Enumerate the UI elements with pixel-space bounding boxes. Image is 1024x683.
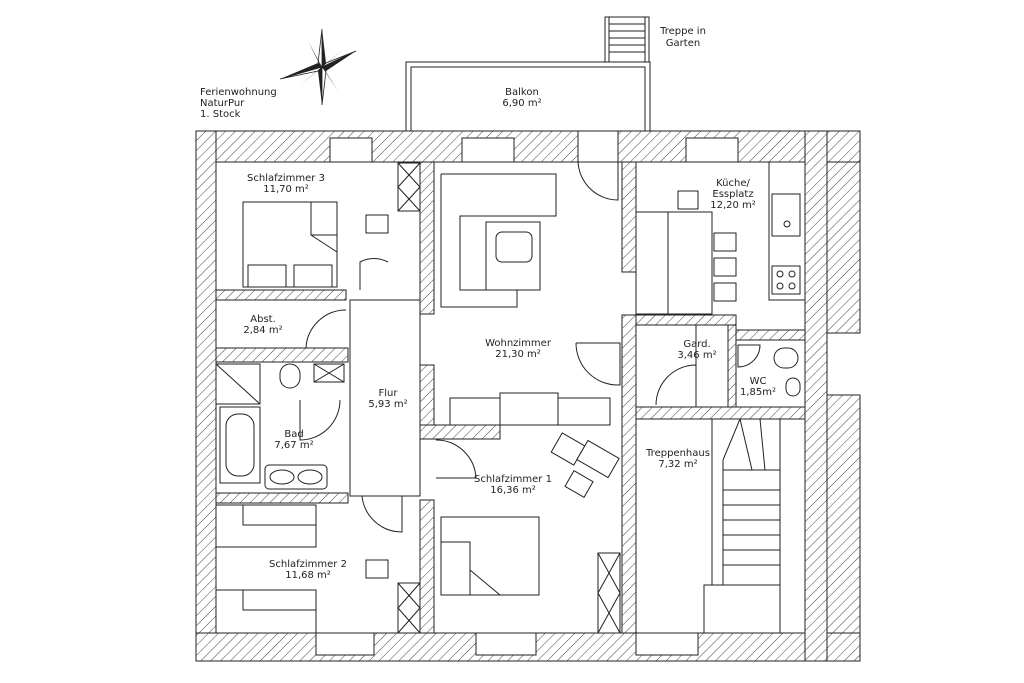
schlafzimmer1-area: 16,36 m²: [490, 485, 536, 496]
garden-stairs-label: Treppe in Garten: [659, 26, 706, 49]
storage-door: [305, 309, 347, 349]
room-label-bad: Bad 7,67 m²: [274, 429, 313, 451]
kitchen-furniture: [635, 161, 806, 315]
bedroom1-furniture: [435, 432, 621, 634]
schlafzimmer3-name: Schlafzimmer 3: [247, 173, 325, 184]
header-line2: NaturPur: [200, 98, 245, 109]
treppenhaus-name: Treppenhaus: [645, 448, 710, 459]
room-label-schlafzimmer1: Schlafzimmer 1 16,36 m²: [474, 474, 552, 496]
gard-name: Gard.: [683, 339, 710, 350]
header-line3: 1. Stock: [200, 109, 241, 120]
bedroom2-furniture: [215, 504, 421, 634]
room-label-treppenhaus: Treppenhaus 7,32 m²: [645, 448, 710, 470]
gard-area: 3,46 m²: [677, 350, 716, 361]
room-label-abst: Abst. 2,84 m²: [243, 314, 282, 336]
wohnzimmer-area: 21,30 m²: [495, 349, 541, 360]
hallway: [349, 299, 421, 533]
flur-area: 5,93 m²: [368, 399, 407, 410]
interior-walls: [215, 161, 806, 634]
bad-area: 7,67 m²: [274, 440, 313, 451]
kueche-area: 12,20 m²: [710, 200, 756, 211]
schlafzimmer2-area: 11,68 m²: [285, 570, 331, 581]
kueche-name2: Essplatz: [712, 189, 753, 200]
abst-area: 2,84 m²: [243, 325, 282, 336]
garden-stairs-line1: Treppe in: [659, 26, 706, 37]
room-label-schlafzimmer2: Schlafzimmer 2 11,68 m²: [269, 559, 347, 581]
header-label: Ferienwohnung NaturPur 1. Stock: [200, 87, 277, 120]
schlafzimmer1-name: Schlafzimmer 1: [474, 474, 552, 485]
stairwell: [703, 418, 781, 634]
room-label-gard: Gard. 3,46 m²: [677, 339, 716, 361]
windows-bottom: [315, 632, 699, 656]
room-label-kueche: Küche/ Essplatz 12,20 m²: [710, 178, 756, 211]
balcony: [405, 61, 651, 131]
livingroom-furniture: [440, 159, 621, 426]
header-line1: Ferienwohnung: [200, 87, 277, 98]
balkon-area: 6,90 m²: [502, 98, 541, 109]
flur-name: Flur: [379, 388, 399, 399]
abst-name: Abst.: [250, 314, 276, 325]
wc-fixtures: [737, 344, 801, 397]
wc-area: 1,85m²: [740, 387, 776, 398]
compass-rose-icon: [279, 28, 357, 106]
windows-top: [329, 130, 739, 163]
garden-stairs-line2: Garten: [666, 38, 700, 49]
bedroom3-furniture: [242, 162, 421, 290]
wardrobe-door: [655, 324, 729, 408]
schlafzimmer2-name: Schlafzimmer 2: [269, 559, 347, 570]
room-label-wc: WC 1,85m²: [740, 376, 776, 398]
room-label-schlafzimmer3: Schlafzimmer 3 11,70 m²: [247, 173, 325, 195]
room-label-wohnzimmer: Wohnzimmer 21,30 m²: [485, 338, 552, 360]
room-label-balkon: Balkon 6,90 m²: [502, 87, 541, 109]
room-label-flur: Flur 5,93 m²: [368, 388, 407, 410]
garden-stairs: [604, 16, 650, 63]
bad-name: Bad: [284, 429, 303, 440]
treppenhaus-area: 7,32 m²: [658, 459, 697, 470]
wc-name: WC: [750, 376, 767, 387]
kueche-name1: Küche/: [716, 178, 750, 189]
schlafzimmer3-area: 11,70 m²: [263, 184, 309, 195]
bathroom-fixtures: [215, 363, 345, 490]
outer-walls: [195, 130, 861, 662]
wohnzimmer-name: Wohnzimmer: [485, 338, 552, 349]
balkon-name: Balkon: [505, 87, 539, 98]
